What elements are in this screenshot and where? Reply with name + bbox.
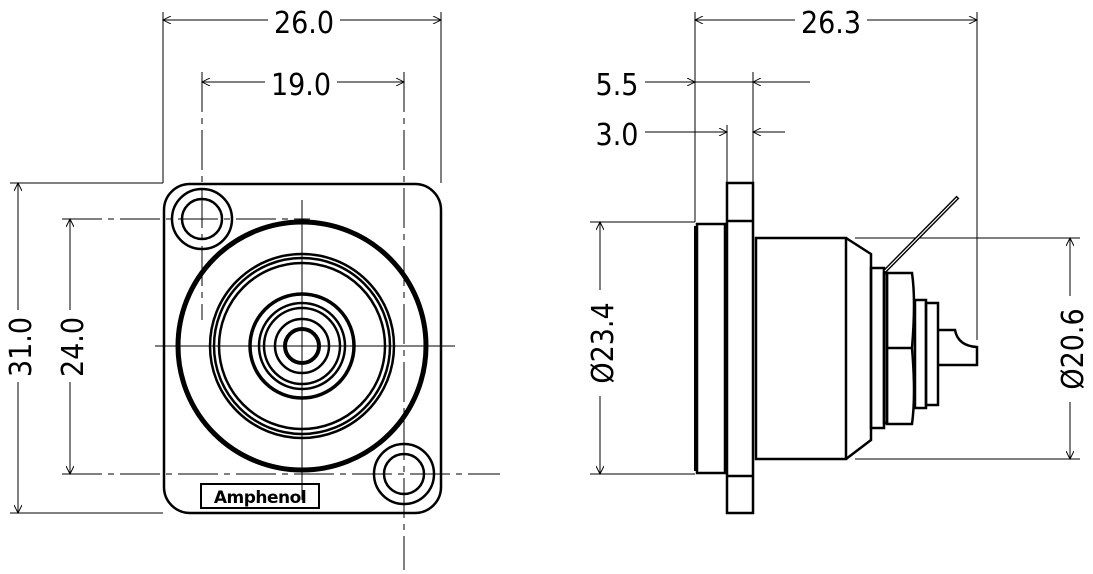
dimension-flange-thickness: 3.0 xyxy=(596,118,785,153)
svg-text:Ø23.4: Ø23.4 xyxy=(586,302,621,383)
svg-text:26.0: 26.0 xyxy=(274,6,334,41)
svg-text:26.3: 26.3 xyxy=(801,6,861,41)
svg-text:5.5: 5.5 xyxy=(596,68,639,103)
dimension-length: 26.3 xyxy=(695,2,977,41)
svg-text:24.0: 24.0 xyxy=(56,317,91,377)
flange xyxy=(725,181,755,515)
dimension-flange-offset: 5.5 xyxy=(596,68,810,103)
side-view: 26.3 5.5 3.0 Ø23.4 Ø20.6 xyxy=(584,2,1091,515)
mounting-plate xyxy=(162,182,443,515)
dimension-height-holes: 24.0 xyxy=(54,219,91,474)
svg-text:31.0: 31.0 xyxy=(4,317,39,377)
outer-ring xyxy=(175,219,429,473)
svg-text:3.0: 3.0 xyxy=(596,118,639,153)
nut xyxy=(885,271,916,426)
mounting-hole-top-left xyxy=(170,187,234,251)
connector-side-profile xyxy=(694,181,979,515)
inner-rings xyxy=(208,252,396,440)
dimension-front-diameter: Ø23.4 xyxy=(584,222,621,474)
amphenol-logo: Amphenol xyxy=(200,483,320,509)
svg-text:Amphenol: Amphenol xyxy=(214,488,306,508)
svg-text:19.0: 19.0 xyxy=(271,68,331,103)
dimension-width-holes: 19.0 xyxy=(202,64,404,103)
body xyxy=(754,236,848,461)
front-view: Amphenol 26.0 19.0 31.0 24.0 xyxy=(2,2,500,570)
svg-text:Ø20.6: Ø20.6 xyxy=(1056,308,1091,389)
dimension-height-outer: 31.0 xyxy=(2,183,39,513)
mounting-hole-bottom-right xyxy=(372,442,436,506)
dimension-rear-diameter: Ø20.6 xyxy=(1054,238,1091,459)
dimension-width-outer: 26.0 xyxy=(163,2,441,41)
